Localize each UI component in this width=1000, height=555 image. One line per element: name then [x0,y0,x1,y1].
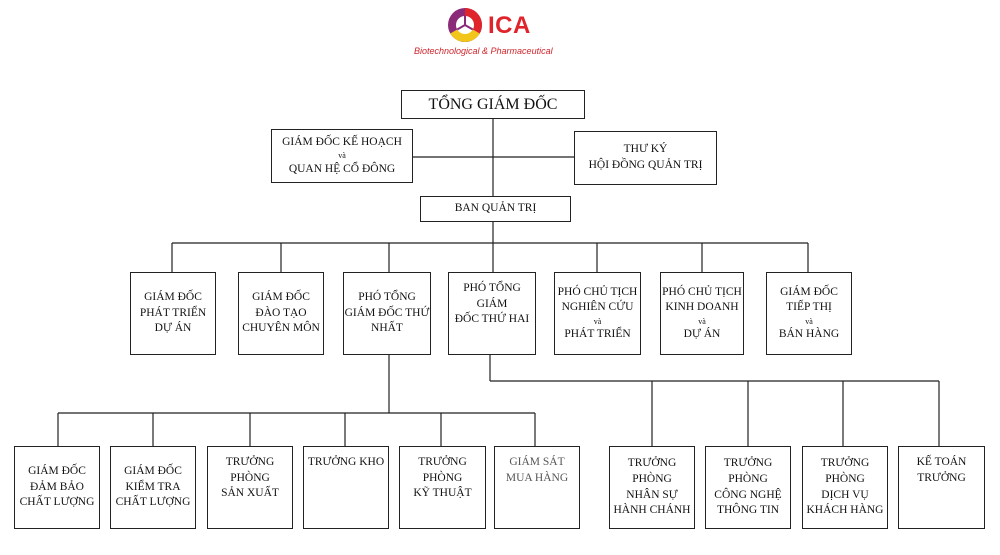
planning-joiner: và [338,151,346,161]
planning-line2: QUAN HỆ CỔ ĐÔNG [288,162,396,175]
technical-line1: TRƯỞNG PHÒNG [418,456,467,484]
qa-director-box: GIÁM ĐỐC ĐẢM BẢO CHẤT LƯỢNG [14,446,100,529]
purchasing-supervisor-box: GIÁM SÁT MUA HÀNG [494,446,580,529]
production-line1: TRƯỞNG PHÒNG [225,456,275,484]
it-line2: CÔNG NGHỆ [714,488,782,501]
vp-business-line1: PHÓ CHỦ TỊCH [662,285,742,298]
qa-line3: CHẤT LƯỢNG [19,496,95,509]
qc-line2: KIỂM TRA [125,480,181,493]
secretary-line1: THƯ KÝ [623,143,668,156]
production-line2: SẢN XUẤT [221,487,279,500]
dev-line2: PHÁT TRIỂN [139,306,207,319]
purchasing-line1: GIÁM SÁT [509,456,565,468]
board-label: BAN QUẢN TRỊ [454,202,537,215]
marketing-line3: BÁN HÀNG [778,327,840,340]
customer-service-head-box: TRƯỞNG PHÒNG DỊCH VỤ KHÁCH HÀNG [802,446,888,529]
first-deputy-line1: PHÓ TỔNG [358,291,416,304]
warehouse-head-box: TRƯỞNG KHO [303,446,389,529]
it-line3: THÔNG TIN [716,504,780,517]
warehouse-line1: TRƯỞNG KHO [307,456,385,468]
vp-research-joiner: và [593,316,602,326]
board-secretary-box: THƯ KÝ HỘI ĐỒNG QUẢN TRỊ [574,131,717,185]
training-line2: ĐÀO TẠO [255,306,307,319]
training-line1: GIÁM ĐỐC [252,291,310,304]
vp-research-line1: PHÓ CHỦ TỊCH [557,285,638,298]
dev-line1: GIÁM ĐỐC [144,291,202,304]
technical-line2: KỸ THUẬT [413,487,472,500]
vp-business-line3: DỰ ÁN [683,327,721,340]
dev-line3: DỰ ÁN [154,322,192,335]
vp-business-box: PHÓ CHỦ TỊCH KINH DOANH và DỰ ÁN [660,272,744,355]
qc-line1: GIÁM ĐỐC [124,465,182,478]
it-line1: TRƯỞNG PHÒNG [723,457,773,485]
dev-director-box: GIÁM ĐỐC PHÁT TRIỂN DỰ ÁN [130,272,216,355]
qa-line2: ĐẢM BẢO [30,480,84,493]
qa-line1: GIÁM ĐỐC [28,465,86,478]
chief-accountant-box: KẾ TOÁN TRƯỞNG [898,446,985,529]
cs-line1: TRƯỞNG PHÒNG [820,457,870,485]
vp-business-joiner: và [698,316,706,326]
vp-research-line2: NGHIÊN CỨU [561,301,634,314]
production-head-box: TRƯỞNG PHÒNG SẢN XUẤT [207,446,293,529]
planning-line1: GIÁM ĐỐC KẾ HOẠCH [282,135,402,148]
qc-line3: CHẤT LƯỢNG [115,496,191,509]
first-deputy-line3: NHẤT [371,322,403,335]
ceo-box: TỔNG GIÁM ĐỐC [401,90,585,119]
second-deputy-line2: ĐỐC THỨ HAI [454,313,530,326]
it-head-box: TRƯỞNG PHÒNG CÔNG NGHỆ THÔNG TIN [705,446,791,529]
vp-business-line2: KINH DOANH [665,301,739,314]
hr-line2: NHÂN SỰ [626,488,678,501]
hr-head-box: TRƯỞNG PHÒNG NHÂN SỰ HÀNH CHÁNH [609,446,695,529]
first-deputy-box: PHÓ TỔNG GIÁM ĐỐC THỨ NHẤT [343,272,431,355]
hr-line1: TRƯỞNG PHÒNG [627,457,677,485]
company-logo-text: ICA [488,12,531,39]
vp-research-box: PHÓ CHỦ TỊCH NGHIÊN CỨU và PHÁT TRIỂN [554,272,641,355]
training-director-box: GIÁM ĐỐC ĐÀO TẠO CHUYÊN MÔN [238,272,324,355]
qc-director-box: GIÁM ĐỐC KIỂM TRA CHẤT LƯỢNG [110,446,196,529]
cs-line2: DỊCH VỤ [821,488,869,501]
marketing-line2: TIẾP THỊ [786,301,832,314]
second-deputy-line1: PHÓ TỔNG GIÁM [463,282,521,310]
secretary-line2: HỘI ĐỒNG QUẢN TRỊ [588,159,703,171]
purchasing-line2: MUA HÀNG [505,471,569,484]
board-box: BAN QUẢN TRỊ [420,196,571,222]
ica-logo-icon [448,8,482,42]
second-deputy-box: PHÓ TỔNG GIÁM ĐỐC THỨ HAI [448,272,536,355]
marketing-joiner: và [805,316,813,326]
planning-director-box: GIÁM ĐỐC KẾ HOẠCH và QUAN HỆ CỔ ĐÔNG [271,129,413,183]
first-deputy-line2: GIÁM ĐỐC THỨ [344,306,430,319]
marketing-line1: GIÁM ĐỐC [780,285,838,298]
training-line3: CHUYÊN MÔN [242,322,320,335]
cs-line3: KHÁCH HÀNG [806,504,884,517]
company-subtitle: Biotechnological & Pharmaceutical [414,46,553,56]
vp-research-line3: PHÁT TRIỂN [564,327,631,340]
accounting-line1: KẾ TOÁN [916,456,967,468]
hr-line3: HÀNH CHÁNH [613,504,691,517]
accounting-line2: TRƯỞNG [917,471,966,484]
ceo-label: TỔNG GIÁM ĐỐC [428,95,558,113]
marketing-director-box: GIÁM ĐỐC TIẾP THỊ và BÁN HÀNG [766,272,852,355]
technical-head-box: TRƯỞNG PHÒNG KỸ THUẬT [399,446,486,529]
